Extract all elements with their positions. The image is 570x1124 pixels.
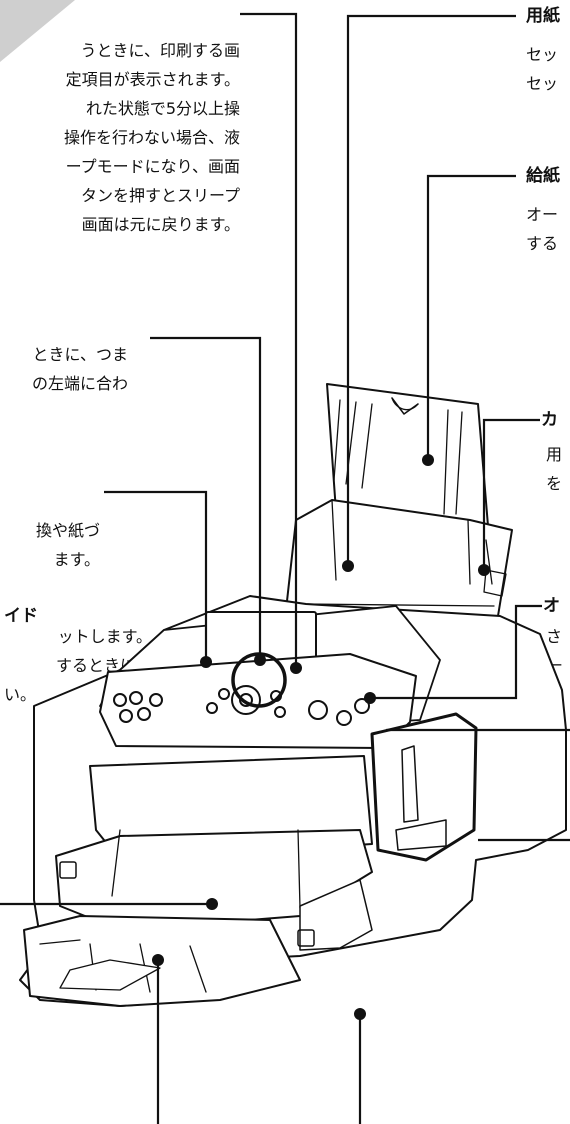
cover-right-desc-line: を: [546, 474, 563, 493]
feed-slot-title: 給紙: [526, 166, 560, 186]
display-desc-line: 定項目が表示されます。: [65, 70, 240, 89]
feed-guide-desc-line: い。: [4, 685, 37, 704]
leader-auto: [370, 604, 542, 700]
feed-slot-desc-line: する: [526, 234, 559, 253]
cover-title: カ: [541, 410, 558, 430]
display-desc-line: うときに、印刷する画: [80, 41, 240, 60]
display-desc-block: うときに、印刷する画 定項目が表示されます。 れた状態で5分以上操 操作を行わな…: [0, 36, 240, 239]
feed-slot-desc-line: オー: [526, 205, 559, 224]
cover-desc-line: 換や紙づ: [35, 521, 100, 540]
feed-guide-title: イド: [4, 606, 38, 626]
auto-desc-line: さ: [546, 627, 563, 646]
feed-guide-desc-line: ットします。: [57, 627, 152, 646]
auto-title: オ: [543, 596, 560, 616]
cover-right-desc-block: 用 を: [546, 440, 562, 498]
cover-right-desc-line: 用: [546, 445, 563, 464]
feed-slot-desc-block: オー する: [526, 200, 558, 258]
display-desc-line: ープモードになり、画面: [65, 157, 240, 176]
ink-cover: [370, 712, 478, 862]
paper-support-title: 用紙: [526, 6, 560, 26]
guide-desc-line: の左端に合わ: [31, 374, 128, 393]
paper-support-desc-line: セッ: [526, 74, 559, 93]
display-desc-line: れた状態で5分以上操: [85, 99, 240, 118]
leader-cover: [104, 490, 208, 662]
paper-support-desc-block: セッ セッ: [526, 40, 558, 98]
leader-feed-slot: [426, 174, 516, 460]
cover-desc-line: ます。: [53, 550, 100, 569]
display-desc-line: タンを押すとスリープ: [80, 186, 240, 205]
guide-desc-block: ときに、つま の左端に合わ: [0, 340, 128, 398]
cover-desc-block: 換や紙づ ます。: [0, 516, 100, 574]
display-desc-line: 画面は元に戻ります。: [81, 215, 240, 234]
guide-desc-line: ときに、つま: [32, 345, 128, 364]
display-desc-line: 操作を行わない場合、液: [63, 128, 240, 147]
leader-guide: [150, 336, 262, 660]
paper-support-desc-line: セッ: [526, 45, 559, 64]
leader-cover-right: [482, 418, 540, 570]
leader-paper-support: [346, 14, 516, 566]
corner-tab: [0, 0, 75, 62]
leader-display: [240, 12, 298, 668]
